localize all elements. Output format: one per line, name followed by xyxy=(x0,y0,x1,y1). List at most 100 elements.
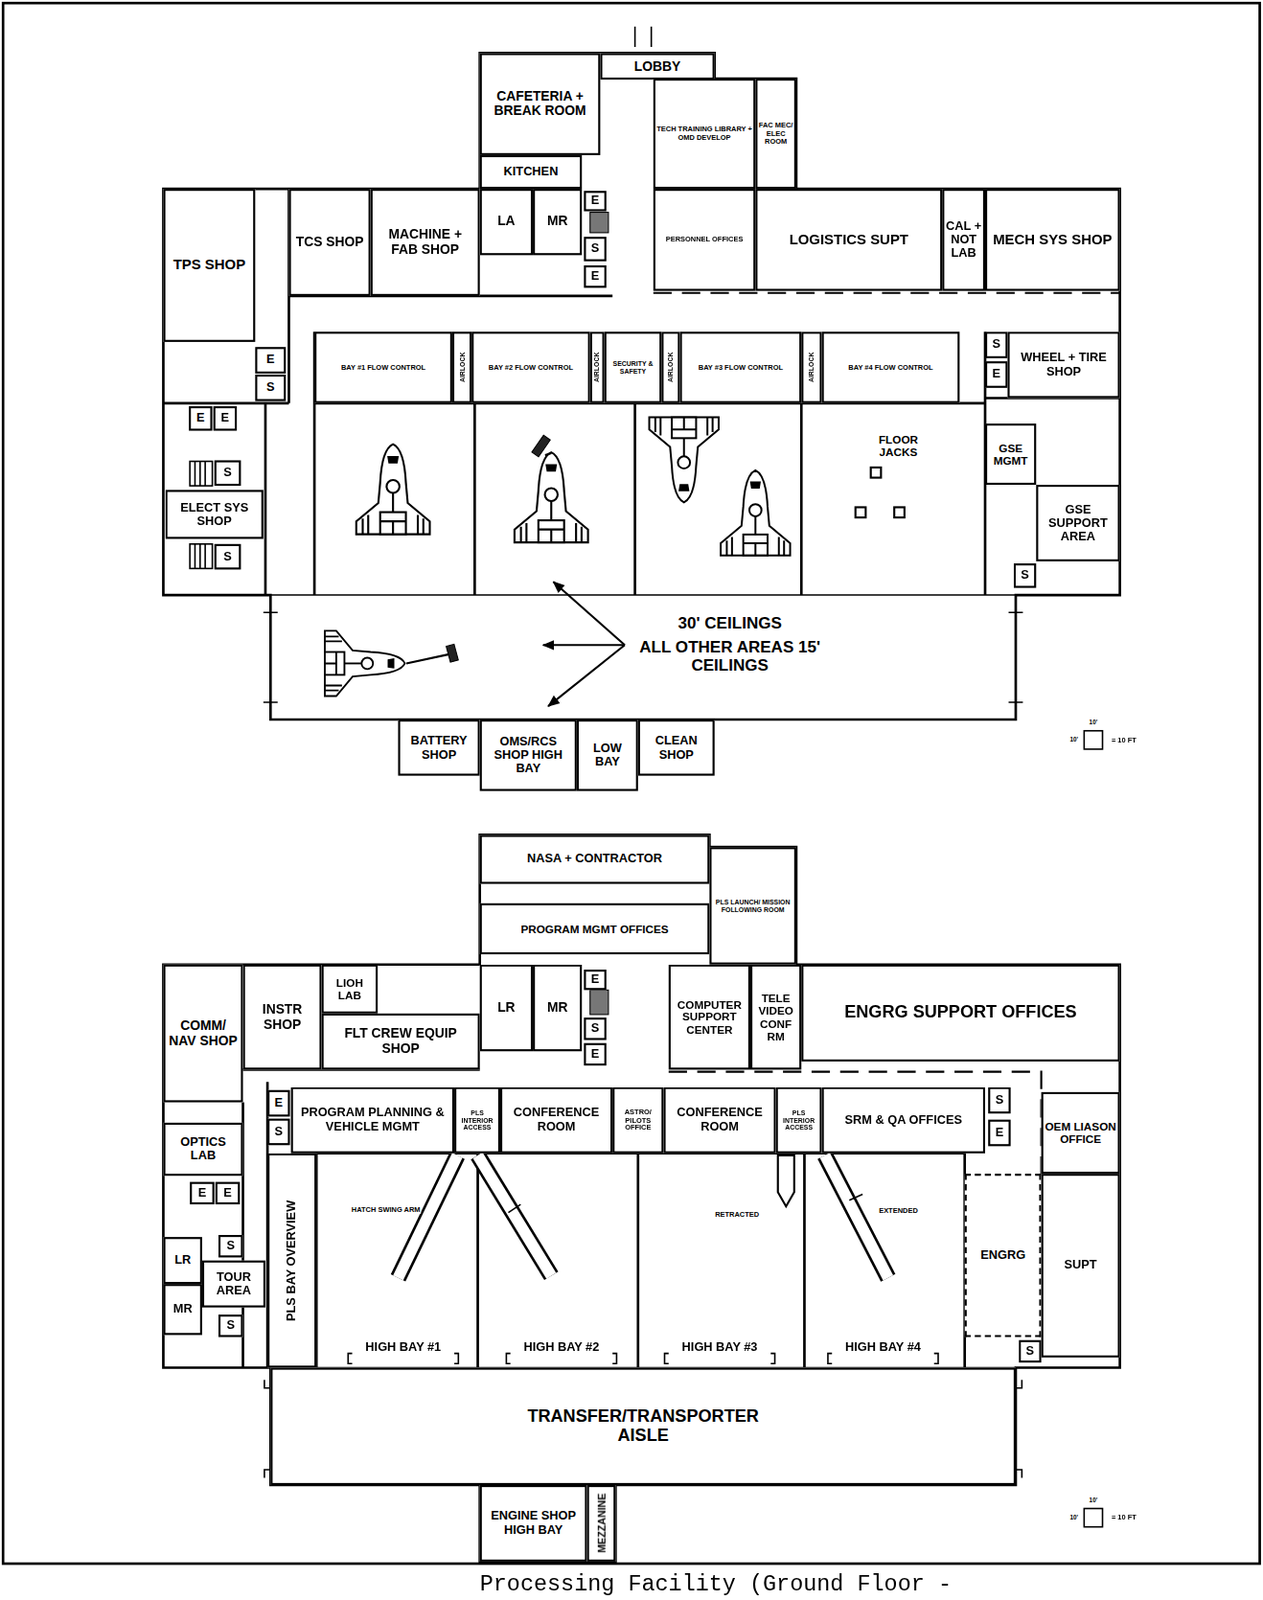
room-box: AIRLOCK xyxy=(590,331,605,404)
figure-caption: Processing Facility (Ground Floor - xyxy=(480,1572,952,1599)
room-name: BAY #1 FLOW CONTROL xyxy=(341,363,426,371)
room-name: ELECT SYS SHOP xyxy=(168,501,261,529)
room-name: FAC MEC/ ELEC ROOM xyxy=(758,121,794,146)
room-name: MECH SYS SHOP xyxy=(992,231,1112,248)
room-box: BAY #3 FLOW CONTROL xyxy=(679,331,802,404)
room-name: S xyxy=(991,338,1001,352)
room-name: CAFETERIA + BREAK ROOM xyxy=(482,89,598,118)
room-name: E xyxy=(591,270,600,284)
room-name: E xyxy=(196,412,206,426)
room-name: TPS SHOP xyxy=(173,257,246,274)
room-name: E xyxy=(991,367,1001,382)
room-name: BAY #4 FLOW CONTROL xyxy=(848,363,933,371)
room-box: CLEAN SHOP xyxy=(638,719,715,777)
room-name: CAL + NOT LAB xyxy=(944,219,982,260)
room-box: TPS SHOP xyxy=(162,188,255,343)
room-name: TELE VIDEO CONF RM xyxy=(753,992,799,1043)
room-box: MACHINE + FAB SHOP xyxy=(370,188,481,297)
room-name: TOUR AREA xyxy=(205,1270,263,1298)
room-name: OMS/RCS SHOP HIGH BAY xyxy=(482,734,575,776)
room-name: LOW BAY xyxy=(579,741,636,769)
stair-elevator-box: S xyxy=(987,1087,1011,1115)
room-name: S xyxy=(226,1319,235,1333)
room-name: BAY #3 FLOW CONTROL xyxy=(698,363,783,371)
stair-elevator-box: E xyxy=(583,969,606,990)
stair-elevator-box: E xyxy=(215,1182,241,1205)
room-name: OPTICS LAB xyxy=(166,1135,241,1163)
stair-elevator-box: S xyxy=(218,1314,244,1337)
room-name: LR xyxy=(174,1254,191,1268)
plan-label: = 10 FT xyxy=(1110,735,1138,744)
room-name: MR xyxy=(547,214,569,230)
room-name: E xyxy=(995,1125,1005,1140)
room-name: COMM/ NAV SHOP xyxy=(166,1018,241,1048)
stair-elevator-box: S xyxy=(214,544,242,571)
room-name: GSE SUPPORT AREA xyxy=(1038,503,1117,544)
room-name: S xyxy=(226,1240,235,1254)
room-box: PLS BAY OVERVIEW xyxy=(267,1153,317,1369)
room-name: CONFERENCE ROOM xyxy=(503,1106,610,1134)
room-box: OEM LIASON OFFICE xyxy=(1041,1092,1121,1174)
plan-label: HATCH SWING ARM xyxy=(350,1205,422,1214)
room-name: ENGRG xyxy=(980,1248,1026,1263)
stair-elevator-box: S xyxy=(583,1017,606,1040)
room-name: E xyxy=(591,1047,600,1061)
room-name: S xyxy=(995,1093,1005,1107)
room-name: S xyxy=(275,1125,284,1139)
room-box: COMM/ NAV SHOP xyxy=(162,964,243,1103)
plan-label: RETRACTED xyxy=(713,1211,760,1219)
room-box: FAC MEC/ ELEC ROOM xyxy=(755,78,797,189)
room-box: MEZZANINE xyxy=(587,1485,617,1562)
room-box: LIOH LAB xyxy=(321,964,379,1014)
room-box: GSE SUPPORT AREA xyxy=(1035,484,1120,562)
room-box: TECH TRAINING LIBRARY + OMD DEVELOP xyxy=(653,78,757,189)
room-name: TRANSFER/TRANSPORTER AISLE xyxy=(520,1407,766,1447)
room-box: TRANSFER/TRANSPORTER AISLE xyxy=(270,1368,1016,1487)
room-name: PLS INTERIOR ACCESS xyxy=(457,1109,498,1132)
room-name: MR xyxy=(547,1000,569,1015)
stair-elevator-box: S xyxy=(583,236,606,262)
room-box: ENGRG SUPPORT OFFICES xyxy=(801,964,1120,1062)
stair-elevator-box: E xyxy=(189,1182,215,1205)
room-name: LOBBY xyxy=(634,59,681,74)
room-name: E xyxy=(221,412,230,426)
room-name: PLS INTERIOR ACCESS xyxy=(779,1109,820,1132)
room-name: LIOH LAB xyxy=(324,976,375,1002)
stair-elevator-box: S xyxy=(985,331,1008,359)
plan-label: HIGH BAY #3 xyxy=(681,1340,759,1355)
room-box: ENGINE SHOP HIGH BAY xyxy=(480,1485,588,1562)
room-name: MACHINE + FAB SHOP xyxy=(373,228,478,257)
room-name: E xyxy=(591,194,600,208)
room-box: CONFERENCE ROOM xyxy=(500,1087,613,1154)
room-box: AIRLOCK xyxy=(801,331,822,404)
room-box: LA xyxy=(480,188,533,255)
room-name: NASA + CONTRACTOR xyxy=(527,852,663,867)
stair-elevator-box: S xyxy=(1013,563,1036,589)
room-name: BAY #2 FLOW CONTROL xyxy=(488,363,574,371)
plan-label: 10' xyxy=(1088,719,1100,727)
room-name: LOGISTICS SUPT xyxy=(789,231,909,248)
stair-elevator-box: E xyxy=(583,1043,606,1066)
room-box: MR xyxy=(532,964,582,1053)
room-box: AIRLOCK xyxy=(452,331,472,404)
room-name: AIRLOCK xyxy=(807,352,816,384)
room-name: WHEEL + TIRE SHOP xyxy=(1010,351,1118,379)
room-box: OPTICS LAB xyxy=(162,1123,243,1176)
room-name: E xyxy=(198,1186,207,1200)
room-name: PLS BAY OVERVIEW xyxy=(285,1200,299,1322)
stair-elevator-box: E xyxy=(254,346,286,374)
room-box: LOGISTICS SUPT xyxy=(755,188,942,292)
plan-label: ALL OTHER AREAS 15' CEILINGS xyxy=(637,638,824,674)
room-name: S xyxy=(591,1022,600,1036)
room-box: PLS LAUNCH/ MISSION FOLLOWING ROOM xyxy=(709,847,797,965)
room-box: ASTRO/ PILOTS OFFICE xyxy=(612,1087,664,1154)
room-name: BATTERY SHOP xyxy=(401,734,478,761)
stair-elevator-box: E xyxy=(985,361,1008,389)
room-name: ENGINE SHOP HIGH BAY xyxy=(482,1510,584,1538)
room-box: INSTR SHOP xyxy=(243,964,322,1071)
room-name: COMPUTER SUPPORT CENTER xyxy=(671,998,748,1036)
stair-elevator-box: E xyxy=(188,406,213,432)
room-box: PLS INTERIOR ACCESS xyxy=(454,1087,501,1154)
room-name: SUPT xyxy=(1064,1259,1098,1273)
